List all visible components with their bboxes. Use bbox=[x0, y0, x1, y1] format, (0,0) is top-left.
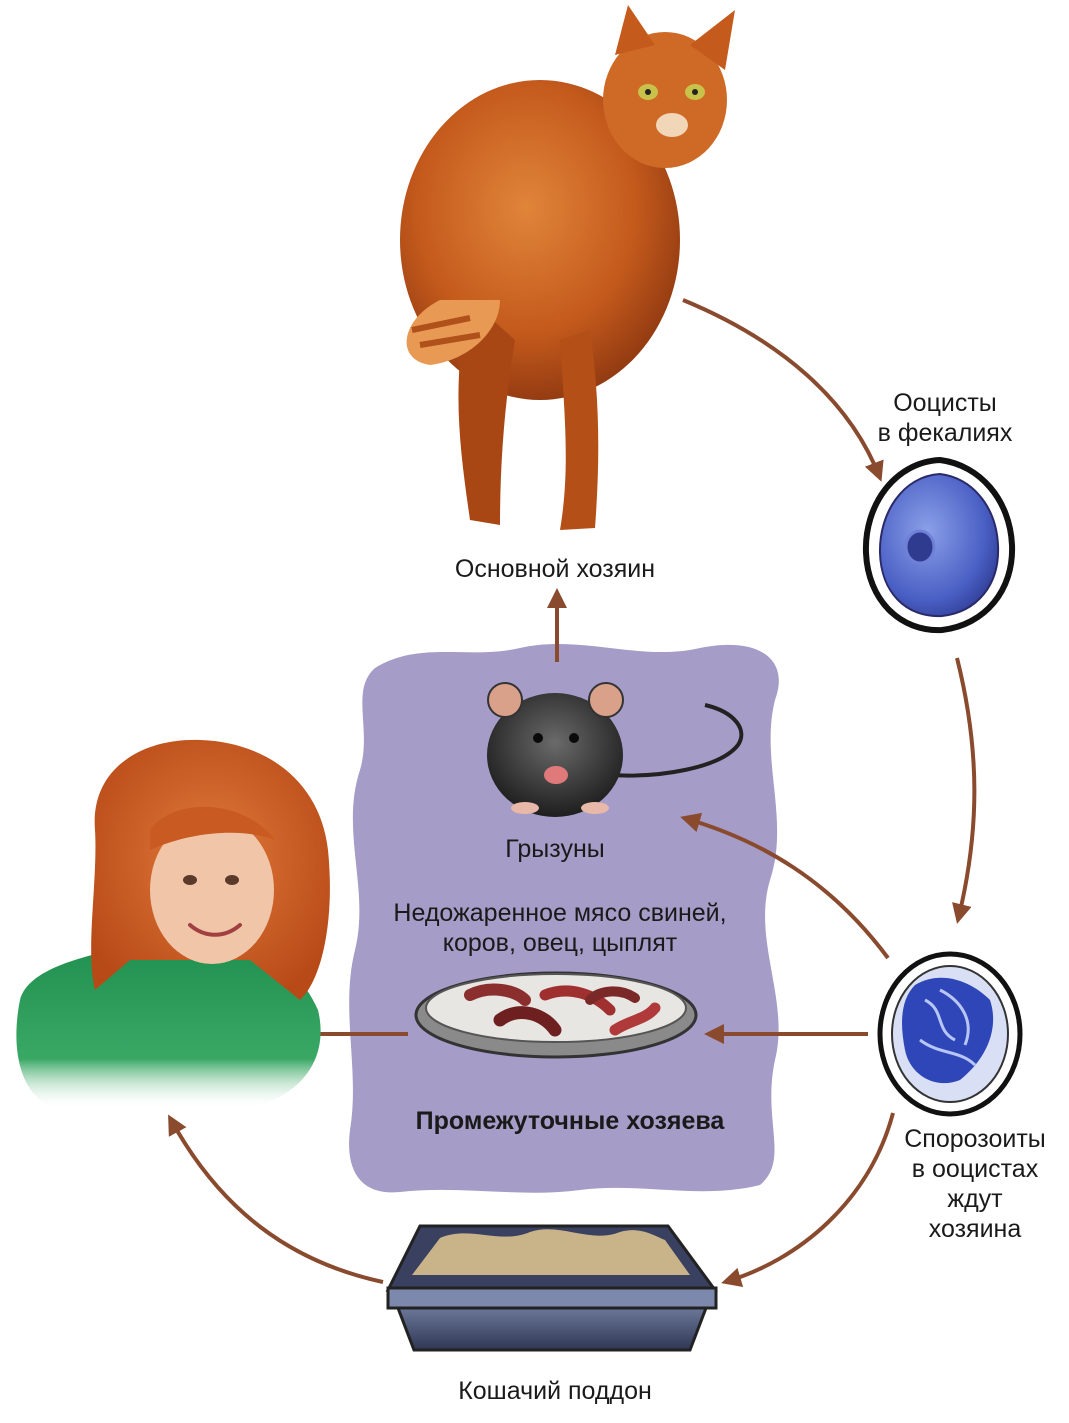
label-oocysts-in-feces: Ооцисты в фекалиях bbox=[855, 388, 1035, 448]
label-definitive-host: Основной хозяин bbox=[400, 554, 710, 584]
sporulated-oocyst-icon bbox=[880, 954, 1020, 1114]
arrow-oocysts-to-sporozoites bbox=[957, 658, 974, 920]
label-intermediate-hosts: Промежуточные хозяева bbox=[370, 1106, 770, 1136]
label-sporozoites: Спорозоиты в ооцистах ждут хозяина bbox=[885, 1124, 1065, 1244]
label-meat-line2: коров, овец, цыплят bbox=[370, 928, 750, 958]
label-rodents: Грызуны bbox=[455, 834, 655, 864]
girl-icon bbox=[16, 740, 330, 1110]
label-sporozoites-line4: хозяина bbox=[885, 1214, 1065, 1244]
label-oocysts-line1: Ооцисты bbox=[855, 388, 1035, 418]
meat-dish-icon bbox=[416, 973, 696, 1057]
litter-tray-icon bbox=[388, 1226, 716, 1350]
cat-icon bbox=[400, 5, 735, 530]
label-sporozoites-line2: в ооцистах bbox=[885, 1154, 1065, 1184]
label-undercooked-meat: Недожаренное мясо свиней, коров, овец, ц… bbox=[370, 898, 750, 958]
label-oocysts-line2: в фекалиях bbox=[855, 418, 1035, 448]
label-meat-line1: Недожаренное мясо свиней, bbox=[370, 898, 750, 928]
label-litter-box: Кошачий поддон bbox=[405, 1376, 705, 1406]
oocyst-icon bbox=[866, 460, 1012, 630]
label-sporozoites-line1: Спорозоиты bbox=[885, 1124, 1065, 1154]
label-sporozoites-line3: ждут bbox=[885, 1184, 1065, 1214]
arrow-cat-to-oocysts bbox=[683, 300, 880, 478]
